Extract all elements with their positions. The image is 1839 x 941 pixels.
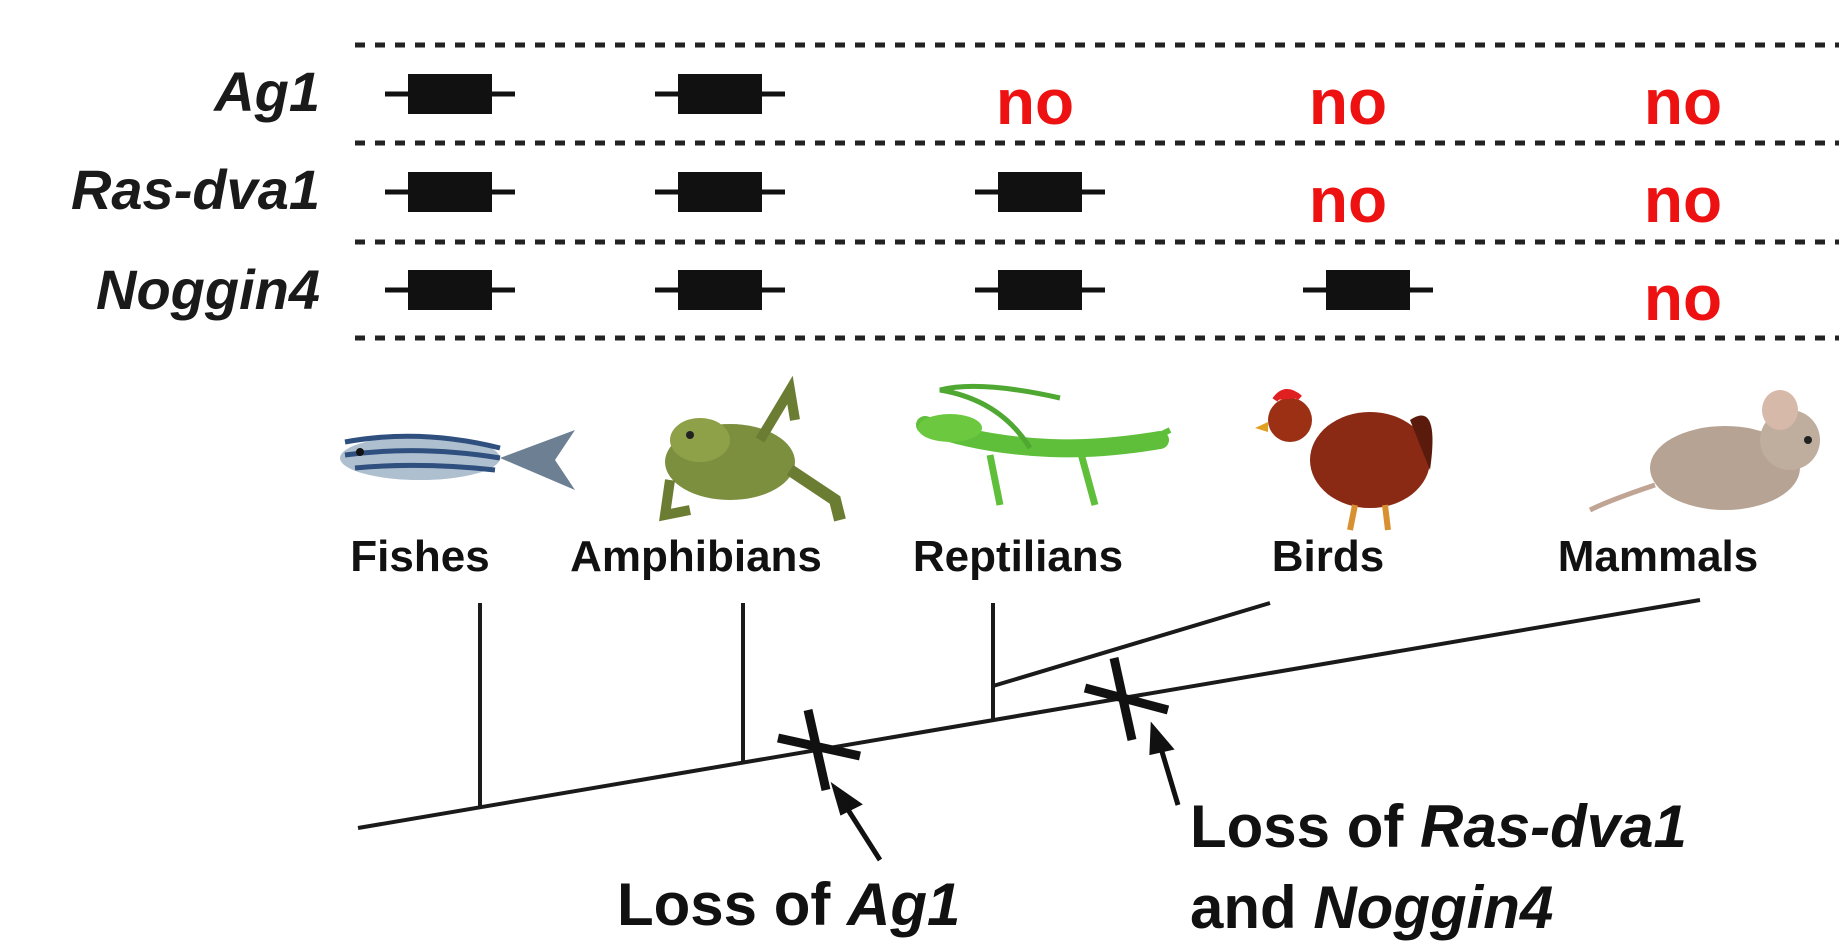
gene-present-box (385, 172, 515, 212)
frog-icon (665, 390, 840, 520)
taxon-label-birds: Birds (1178, 535, 1478, 579)
gene-present-box (385, 270, 515, 310)
chicken-icon (1255, 392, 1433, 530)
caption-gene: Ras-dva1 (1420, 793, 1687, 860)
caption-text: and (1190, 874, 1313, 941)
caption-text: Loss of (617, 871, 847, 938)
gene-present-box (1303, 270, 1433, 310)
caption-loss-ag1: Loss of Ag1 (617, 875, 960, 935)
gene-present-box (975, 172, 1105, 212)
gene-present-box (655, 270, 785, 310)
lizard-icon (918, 386, 1170, 505)
branch-birds (993, 603, 1270, 686)
gene-present-box (655, 172, 785, 212)
absent-ras-dva1-birds: no (1248, 168, 1448, 232)
taxon-label-reptilians: Reptilians (868, 535, 1168, 579)
gene-present-box (975, 270, 1105, 310)
gene-present-box (385, 74, 515, 114)
caption-loss-ras-dva1: Loss of Ras-dva1 (1190, 797, 1687, 857)
gene-present-box (655, 74, 785, 114)
taxon-label-amphibians: Amphibians (546, 535, 846, 579)
fish-icon (340, 430, 575, 490)
caption-gene: Noggin4 (1313, 874, 1553, 941)
absent-noggin4-mammals: no (1583, 266, 1783, 330)
taxon-label-mammals: Mammals (1508, 535, 1808, 579)
arrow-ras-dva1 (1152, 728, 1178, 805)
caption-and-noggin4: and Noggin4 (1190, 878, 1553, 938)
loss-marker-ag1 (778, 710, 860, 790)
caption-gene: Ag1 (847, 871, 960, 938)
taxon-label-fishes: Fishes (270, 535, 570, 579)
arrow-ag1 (835, 788, 880, 860)
absent-ag1-birds: no (1248, 70, 1448, 134)
absent-ag1-reptilians: no (935, 70, 1135, 134)
absent-ag1-mammals: no (1583, 70, 1783, 134)
caption-text: Loss of (1190, 793, 1420, 860)
mouse-icon (1590, 390, 1820, 510)
absent-ras-dva1-mammals: no (1583, 168, 1783, 232)
